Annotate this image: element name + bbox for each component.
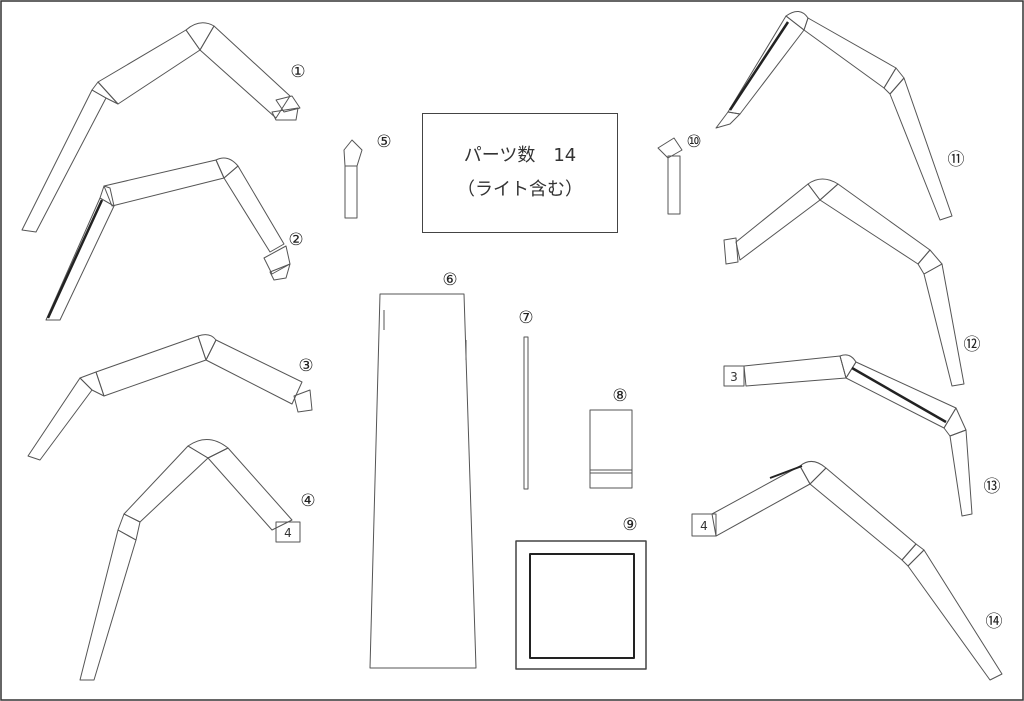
part-11-drawing: [715, 11, 953, 221]
part-number-3: ③: [298, 356, 313, 376]
part-10-drawing: [657, 137, 683, 215]
part-14-drawing: [691, 461, 1003, 681]
part-1-drawing: [21, 22, 301, 233]
part-4-tab-marking: 4: [284, 526, 292, 540]
part-number-7: ⑦: [518, 308, 533, 328]
part-number-10: ⑩: [686, 132, 701, 152]
parts-count-box: パーツ数 14 （ライト含む）: [422, 113, 618, 233]
parts-count-note: （ライト含む）: [457, 179, 583, 200]
part-number-9: ⑨: [622, 515, 637, 535]
part-2-drawing: [45, 157, 291, 321]
part-6-drawing: [369, 293, 477, 669]
part-4-drawing: [79, 439, 301, 681]
part-8-drawing: [589, 409, 633, 489]
parts-count-text: パーツ数 14: [463, 145, 577, 166]
part-7-drawing: [523, 336, 529, 490]
part-number-5: ⑤: [376, 132, 391, 152]
part-number-6: ⑥: [442, 270, 457, 290]
part-number-12: ⑫: [964, 335, 981, 355]
part-number-13: ⑬: [984, 477, 1001, 497]
part-3-drawing: [27, 334, 313, 461]
part-number-8: ⑧: [612, 386, 627, 406]
part-number-11: ⑪: [948, 150, 965, 170]
part-9-drawing: [515, 540, 647, 670]
part-number-2: ②: [288, 230, 303, 250]
part-13-drawing: [723, 354, 973, 517]
part-5-drawing: [343, 139, 363, 219]
part-12-drawing: [723, 178, 965, 387]
part-number-4: ④: [300, 491, 315, 511]
part-14-tab-marking: 4: [700, 519, 708, 533]
part-number-14: ⑭: [986, 612, 1003, 632]
part-number-1: ①: [290, 62, 305, 82]
part-13-tab-marking: 3: [730, 370, 738, 384]
